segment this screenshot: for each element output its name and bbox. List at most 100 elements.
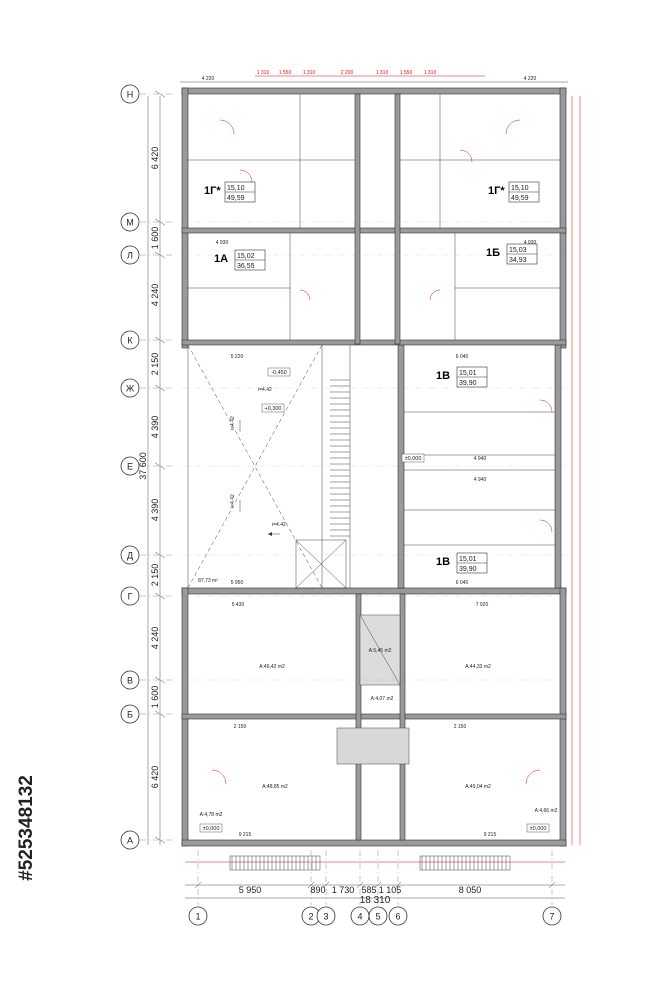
level-zero-left: ±0,000: [203, 826, 220, 832]
column-axis-4: 4: [350, 906, 370, 926]
apartment-number: 15,01: [459, 370, 477, 377]
left-dim: 37 600: [138, 452, 148, 480]
top-dim: 1 550: [400, 70, 413, 76]
svg-text:6 040: 6 040: [456, 354, 469, 360]
area-left-commercial: А:46,42 m2: [259, 664, 285, 670]
bottom-dim: 8 050: [459, 885, 482, 895]
row-axis-label: Б: [127, 710, 133, 720]
left-dim: 1 600: [150, 227, 160, 250]
svg-text:2 150: 2 150: [454, 724, 467, 730]
apartment-number: 15,03: [509, 247, 527, 254]
area-wc-right: А:4,66 m2: [535, 808, 558, 814]
row-axis-label: Е: [127, 462, 133, 472]
level-plus-300: +0,300: [265, 406, 282, 412]
apartment-code: 1В: [436, 370, 450, 382]
level-zero-right: ±0,000: [530, 826, 547, 832]
column-axis-label: 2: [308, 912, 313, 922]
apartment-area: 49,59: [227, 195, 245, 202]
row-axis-label: Ж: [126, 384, 135, 394]
apartment-number: 15,10: [227, 185, 245, 192]
column-axis-label: 1: [195, 912, 200, 922]
terrace-area: [187, 344, 323, 589]
area-terrace: 87,73 m²: [198, 578, 218, 584]
apartment-area: 36,55: [237, 263, 255, 270]
row-axis-8: Г: [120, 586, 140, 606]
level-minus-450: -0,450: [271, 370, 287, 376]
row-axis-label: К: [127, 336, 133, 346]
row-axis-3: Л: [120, 245, 140, 265]
row-axis-11: А: [120, 830, 140, 850]
top-dim: 1 310: [376, 70, 389, 76]
total-width: 18 310: [360, 895, 391, 906]
left-dim: 2 150: [150, 564, 160, 587]
column-axis-3: 3: [316, 906, 336, 926]
left-dim: 4 390: [150, 416, 160, 439]
slope-marks: i=4.42 i=4.42 i=4.42 i=4.42: [230, 387, 286, 536]
row-axis-7: Д: [120, 545, 140, 565]
right-dimension-chain: [571, 96, 581, 845]
svg-text:5 430: 5 430: [232, 602, 245, 608]
bottom-dim: 1 105: [379, 885, 402, 895]
level-marks: ±0,000 ±0,000 ±0,000 +0,300 -0,450: [199, 367, 550, 833]
area-bottom-right: А:49,04 m2: [465, 784, 491, 790]
staircase: [295, 379, 350, 589]
bottom-dim: 890: [310, 885, 325, 895]
svg-text:5 220: 5 220: [231, 354, 244, 360]
level-zero-center: ±0,000: [405, 456, 422, 462]
bottom-dim: 1 730: [332, 885, 355, 895]
svg-text:2 150: 2 150: [234, 724, 247, 730]
apartment-number: 15,10: [511, 185, 529, 192]
apartment-area: 34,93: [509, 257, 527, 264]
column-axis-label: 6: [395, 912, 400, 922]
svg-text:4 930: 4 930: [524, 240, 537, 246]
row-axis-2: М: [120, 212, 140, 232]
top-dim: 1 310: [424, 70, 437, 76]
row-axis-label: Л: [127, 251, 133, 261]
svg-text:i=4.42: i=4.42: [272, 522, 286, 528]
interior-partitions: [188, 94, 560, 588]
apartment-code: 1Г*: [488, 185, 505, 197]
apartment-code: 1А: [214, 253, 228, 265]
left-dim: 4 240: [150, 284, 160, 307]
svg-text:9 215: 9 215: [484, 832, 497, 838]
top-dim: 4 220: [524, 76, 537, 82]
top-dim: 1 310: [303, 70, 316, 76]
svg-text:i=4.42: i=4.42: [258, 387, 272, 393]
left-dim: 6 420: [150, 147, 160, 170]
apartment-number: 15,02: [237, 253, 255, 260]
area-lift-hall: А:5,45 m2: [369, 648, 392, 654]
area-corridor: А:4,07 m2: [371, 696, 394, 702]
wall-dimensions: 5 220 6 040 5 950 6 040 5 430 7 920 9 21…: [216, 240, 537, 838]
area-bottom-left: А:48,85 m2: [262, 784, 288, 790]
row-axis-label: Д: [127, 551, 133, 561]
apartment-label: 1А 15,02 36,55: [214, 249, 266, 271]
apartment-label: 1В 15,01 39,90: [436, 366, 488, 388]
lift-shaft: [336, 614, 410, 765]
row-axis-9: В: [120, 670, 140, 690]
row-axis-10: Б: [120, 704, 140, 724]
column-axis-5: 5: [368, 906, 388, 926]
row-axis-label: А: [127, 836, 133, 846]
svg-text:i=4.42: i=4.42: [230, 416, 236, 430]
top-dim: 4 220: [202, 76, 215, 82]
left-dim: 4 390: [150, 499, 160, 522]
area-right-commercial: А:44,33 m2: [465, 664, 491, 670]
apartment-area: 39,90: [459, 380, 477, 387]
bottom-windows: [229, 855, 511, 871]
apartment-area: 39,90: [459, 566, 477, 573]
top-dim: 1 310: [257, 70, 270, 76]
row-axis-4: К: [120, 330, 140, 350]
bottom-dim: 5 950: [239, 885, 262, 895]
left-dim: 4 240: [150, 627, 160, 650]
top-dim: 2 200: [341, 70, 354, 76]
door-swings: [211, 119, 553, 785]
left-dim: 6 420: [150, 766, 160, 789]
svg-text:7 920: 7 920: [476, 602, 489, 608]
row-axis-label: Г: [128, 592, 133, 602]
